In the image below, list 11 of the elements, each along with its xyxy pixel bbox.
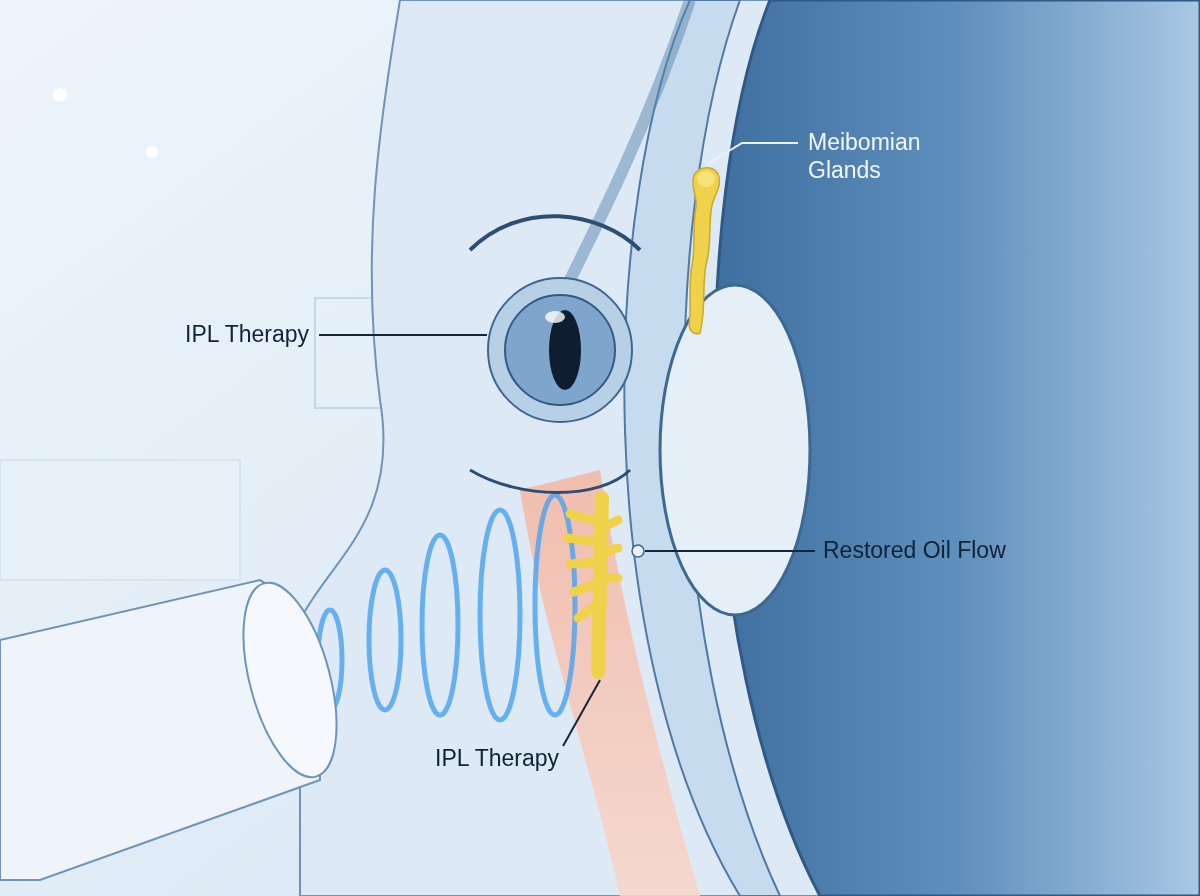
gland-drawing [686,165,720,335]
callout-label: Restored Oil Flow [823,536,1006,564]
leader-line [562,679,601,747]
callout-label: Meibomian Glands [808,128,958,184]
iris-drawing [487,277,633,423]
callout-label: IPL Therapy [435,744,560,772]
leader-line [318,334,488,336]
callout-label: IPL Therapy [185,320,310,348]
leader-line [644,550,816,552]
oil-droplet [631,544,645,558]
gland-drawing [562,492,624,680]
